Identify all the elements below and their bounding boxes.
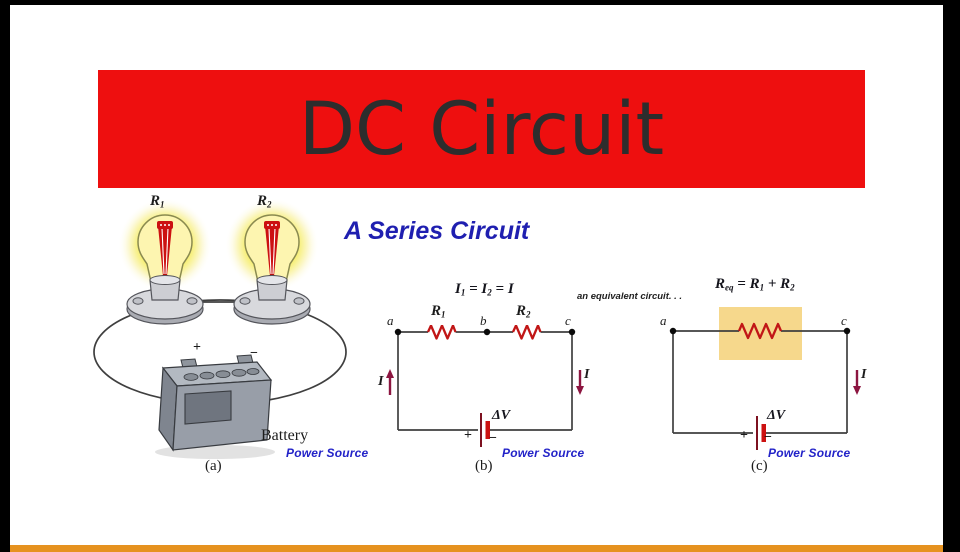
plus-sign-c: + <box>740 428 748 443</box>
pictorial-circuit-graphic <box>93 198 347 459</box>
circuit-wires <box>672 330 848 434</box>
node-b-dot <box>483 328 491 336</box>
battery-symbol-icon <box>480 413 490 447</box>
battery-plus-sign: + <box>193 340 201 355</box>
circuit-wires <box>397 331 573 431</box>
current-left-label: I <box>378 374 384 389</box>
bulb1-label: R1 <box>150 193 165 210</box>
current-right-label: I <box>861 367 867 382</box>
caption-b: (b) <box>475 458 493 474</box>
power-source-label-a: Power Source <box>286 446 369 460</box>
resistor-r1-label: R1 <box>431 303 446 320</box>
current-arrow-up-icon <box>386 369 394 395</box>
node-a-dot <box>669 327 677 335</box>
minus-sign-c: − <box>764 430 772 445</box>
node-c-dot <box>843 327 851 335</box>
footer-accent-bar <box>10 545 943 552</box>
schematic-c-graphic <box>669 307 861 450</box>
schematic-b-graphic <box>386 325 584 447</box>
current-arrow-down-icon <box>576 370 584 395</box>
title-banner: DC Circuit <box>98 70 865 188</box>
resistor-req-icon <box>737 322 783 340</box>
node-c-dot <box>568 328 576 336</box>
caption-a: (a) <box>205 458 222 474</box>
node-b-label: b <box>480 313 487 328</box>
node-a-label: a <box>660 313 667 328</box>
equation-current: I1 = I2 = I <box>455 281 514 298</box>
battery-label: Battery <box>261 427 309 444</box>
highlight-box <box>719 307 802 360</box>
power-source-label-c: Power Source <box>768 446 851 460</box>
page-title: DC Circuit <box>298 86 665 172</box>
node-c-label: c <box>841 313 847 328</box>
section-subtitle: A Series Circuit <box>344 217 530 245</box>
battery-3d-icon <box>155 354 275 459</box>
delta-v-label-c: ΔV <box>767 408 786 423</box>
caption-c: (c) <box>751 458 768 474</box>
minus-sign-b: − <box>489 431 497 446</box>
equivalent-circuit-note: an equivalent circuit. . . <box>577 291 683 302</box>
resistor-r1-icon <box>426 325 457 340</box>
bulb2-label: R2 <box>257 193 272 210</box>
node-c-label: c <box>565 313 571 328</box>
power-source-label-b: Power Source <box>502 446 585 460</box>
current-right-label: I <box>584 367 590 382</box>
current-arrow-down-icon <box>853 370 861 395</box>
node-a-label: a <box>387 313 394 328</box>
battery-minus-sign: − <box>250 346 258 361</box>
equation-req: Req = R1 + R2 <box>715 276 795 293</box>
resistor-r2-label: R2 <box>516 303 531 320</box>
battery-symbol-icon <box>756 416 766 450</box>
plus-sign-b: + <box>464 428 472 443</box>
delta-v-label-b: ΔV <box>492 408 511 423</box>
node-a-dot <box>394 328 402 336</box>
resistor-r2-icon <box>511 325 542 340</box>
